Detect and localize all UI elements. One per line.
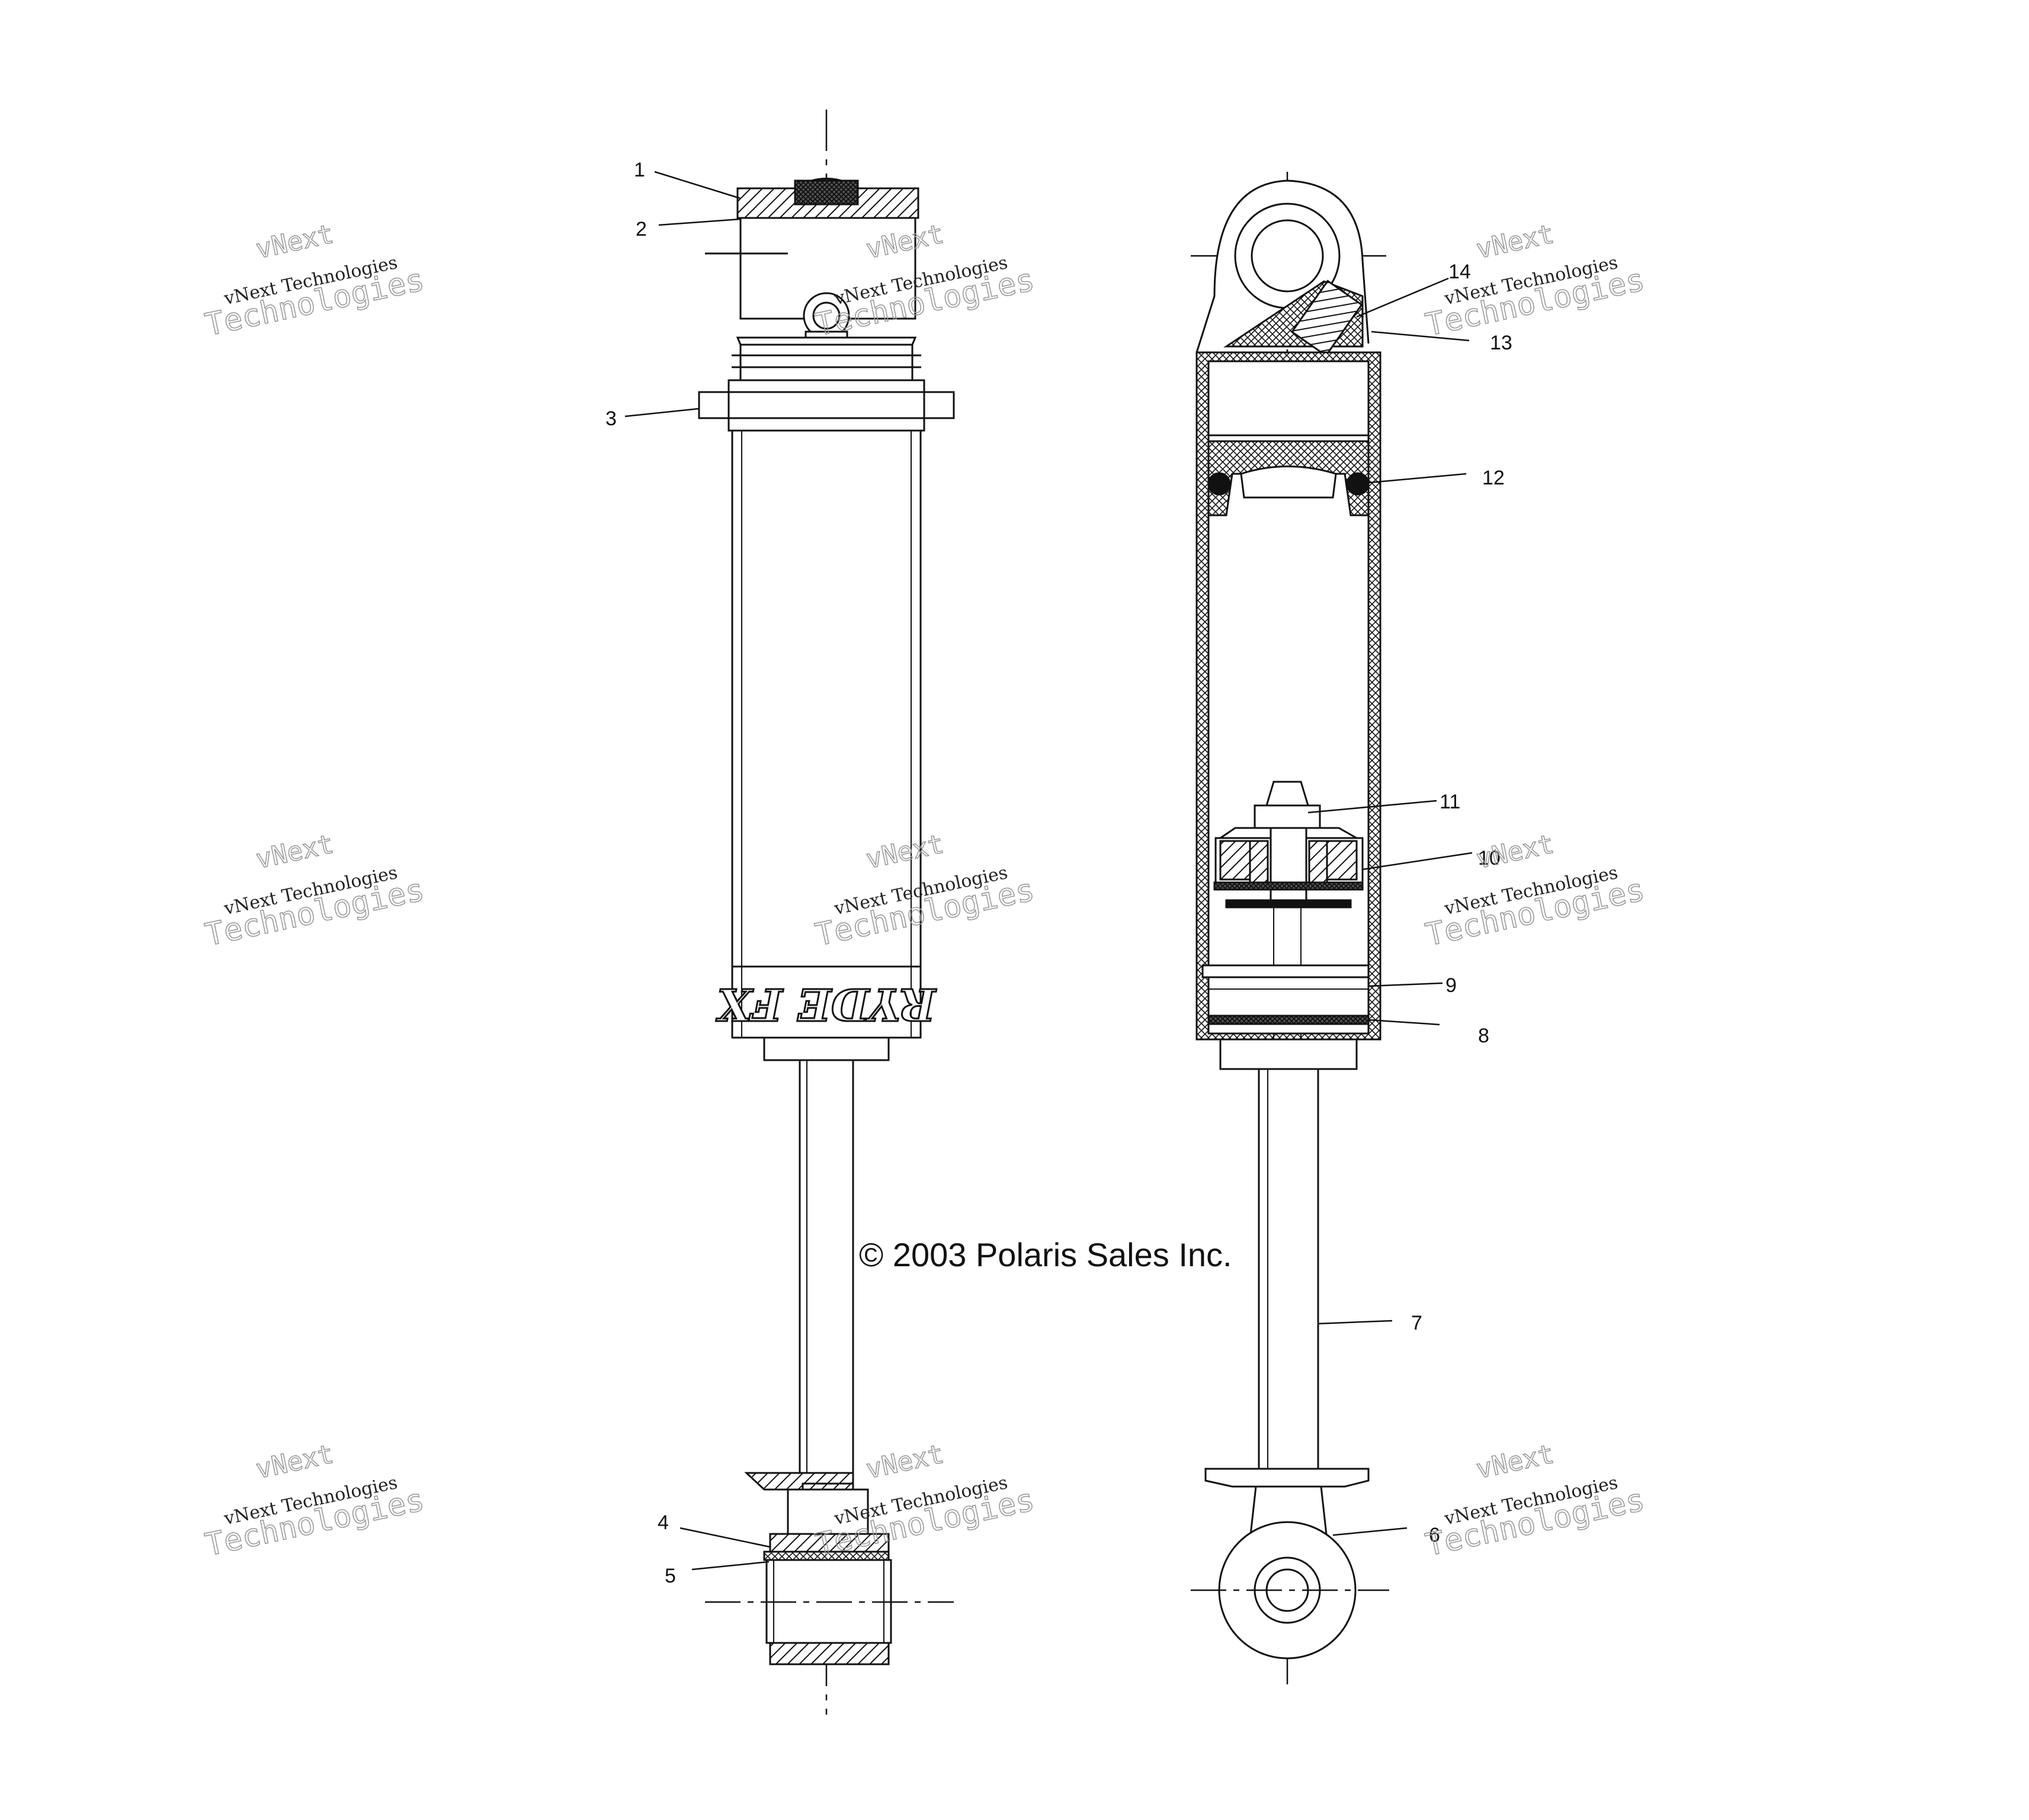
- floating-piston: [1207, 440, 1370, 516]
- shaft-cutaway: [1258, 1068, 1319, 1470]
- callout-6: 6: [1429, 1524, 1440, 1546]
- watermark-9: vNext vNext Technologies Technologies: [1422, 1439, 1649, 1564]
- svg-text:RYDE FX: RYDE FX: [716, 978, 937, 1029]
- piston-oring-right: [1346, 472, 1370, 496]
- seal-head-cutaway: [1201, 964, 1370, 978]
- seal-head: [763, 1036, 890, 1061]
- callout-10: 10: [1478, 847, 1501, 869]
- svg-text:vNext: vNext: [1474, 1439, 1557, 1485]
- ryde-fx-badge: RYDE FX: [715, 978, 938, 1031]
- callout-7: 7: [1411, 1312, 1422, 1334]
- callout-14: 14: [1448, 261, 1471, 283]
- copyright-notice: © 2003 Polaris Sales Inc.: [859, 1236, 1232, 1273]
- callout-4: 4: [658, 1511, 669, 1534]
- svg-text:vNext: vNext: [254, 829, 336, 875]
- watermark-7: vNext vNext Technologies Technologies: [202, 1439, 428, 1564]
- left-shock-exterior: RYDE FX: [698, 110, 955, 1715]
- svg-text:vNext: vNext: [1474, 829, 1557, 875]
- callout-2: 2: [636, 218, 647, 240]
- callout-1: 1: [634, 159, 645, 181]
- callout-5: 5: [665, 1565, 676, 1587]
- callout-labels: 1 2 3 4 5 6 7 8 9 10 11 12 13 14: [605, 159, 1512, 1587]
- bumper-plate: [1204, 1468, 1370, 1488]
- leader-lines: [624, 171, 1473, 1571]
- watermark-1: vNext vNext Technologies Technologies: [202, 219, 428, 344]
- right-shock-cutaway: [1191, 172, 1389, 1691]
- callout-9: 9: [1445, 974, 1457, 997]
- callout-11: 11: [1440, 791, 1460, 813]
- watermark-3: vNext vNext Technologies Technologies: [1422, 219, 1649, 344]
- svg-text:vNext: vNext: [254, 1439, 336, 1485]
- piston-oring-left: [1207, 472, 1231, 496]
- piston-nut: [1265, 781, 1310, 807]
- watermark-4: vNext vNext Technologies Technologies: [202, 829, 428, 954]
- callout-12: 12: [1482, 467, 1505, 489]
- svg-text:vNext: vNext: [864, 1439, 947, 1485]
- svg-text:vNext: vNext: [1474, 219, 1557, 265]
- shaft: [799, 1059, 854, 1476]
- callout-3: 3: [605, 407, 617, 430]
- svg-text:vNext: vNext: [254, 219, 336, 265]
- watermark-6: vNext vNext Technologies Technologies: [1422, 829, 1649, 954]
- shock-body: [731, 429, 922, 1039]
- callout-13: 13: [1490, 332, 1512, 354]
- callout-8: 8: [1478, 1025, 1489, 1047]
